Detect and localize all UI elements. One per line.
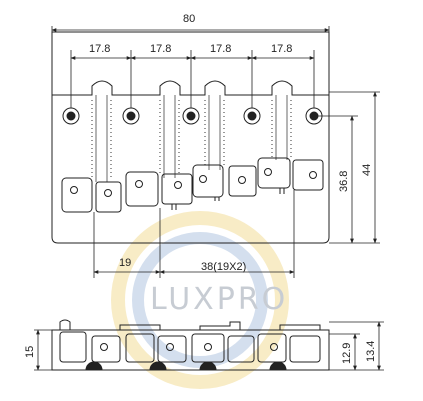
label-base-height: 44 — [361, 164, 373, 176]
mount-hole — [243, 107, 261, 125]
label-spacing-3: 17.8 — [210, 43, 231, 55]
rail-dots — [91, 100, 292, 180]
watermark-text: LUXPRO — [150, 282, 288, 317]
top-view — [51, 31, 330, 244]
saddle — [61, 177, 122, 213]
label-side-max-height: 13.4 — [365, 341, 377, 362]
side-saddles — [59, 331, 321, 363]
mount-hole — [182, 107, 200, 125]
mount-hole — [122, 107, 140, 125]
label-first-offset: 19 — [119, 257, 131, 269]
label-mount-height: 36.8 — [338, 171, 350, 192]
saddle — [257, 157, 324, 194]
label-side-profile-height: 15 — [24, 346, 36, 358]
dimension-heights — [314, 91, 380, 244]
side-profile — [59, 319, 321, 330]
back-wall — [52, 80, 329, 96]
label-spacing-4: 17.8 — [271, 43, 292, 55]
side-base — [51, 329, 330, 371]
base-plate — [51, 31, 330, 244]
mount-hole — [62, 107, 80, 125]
label-side-saddle-height: 12.9 — [341, 343, 353, 364]
mount-holes — [62, 107, 323, 125]
label-spacing-1: 17.8 — [89, 43, 110, 55]
label-saddle-span: 38(19X2) — [201, 261, 246, 273]
label-overall-width: 80 — [183, 13, 195, 25]
side-view — [51, 319, 330, 371]
saddle — [125, 171, 193, 210]
dimension-offsets — [93, 190, 295, 278]
saddle — [192, 164, 257, 201]
dimension-string-spacing — [70, 50, 315, 108]
side-feet — [85, 361, 287, 371]
side-dimensions — [34, 321, 384, 371]
saddle-rails — [95, 95, 288, 182]
dimension-overall-width — [51, 26, 330, 32]
label-spacing-2: 17.8 — [150, 43, 171, 55]
